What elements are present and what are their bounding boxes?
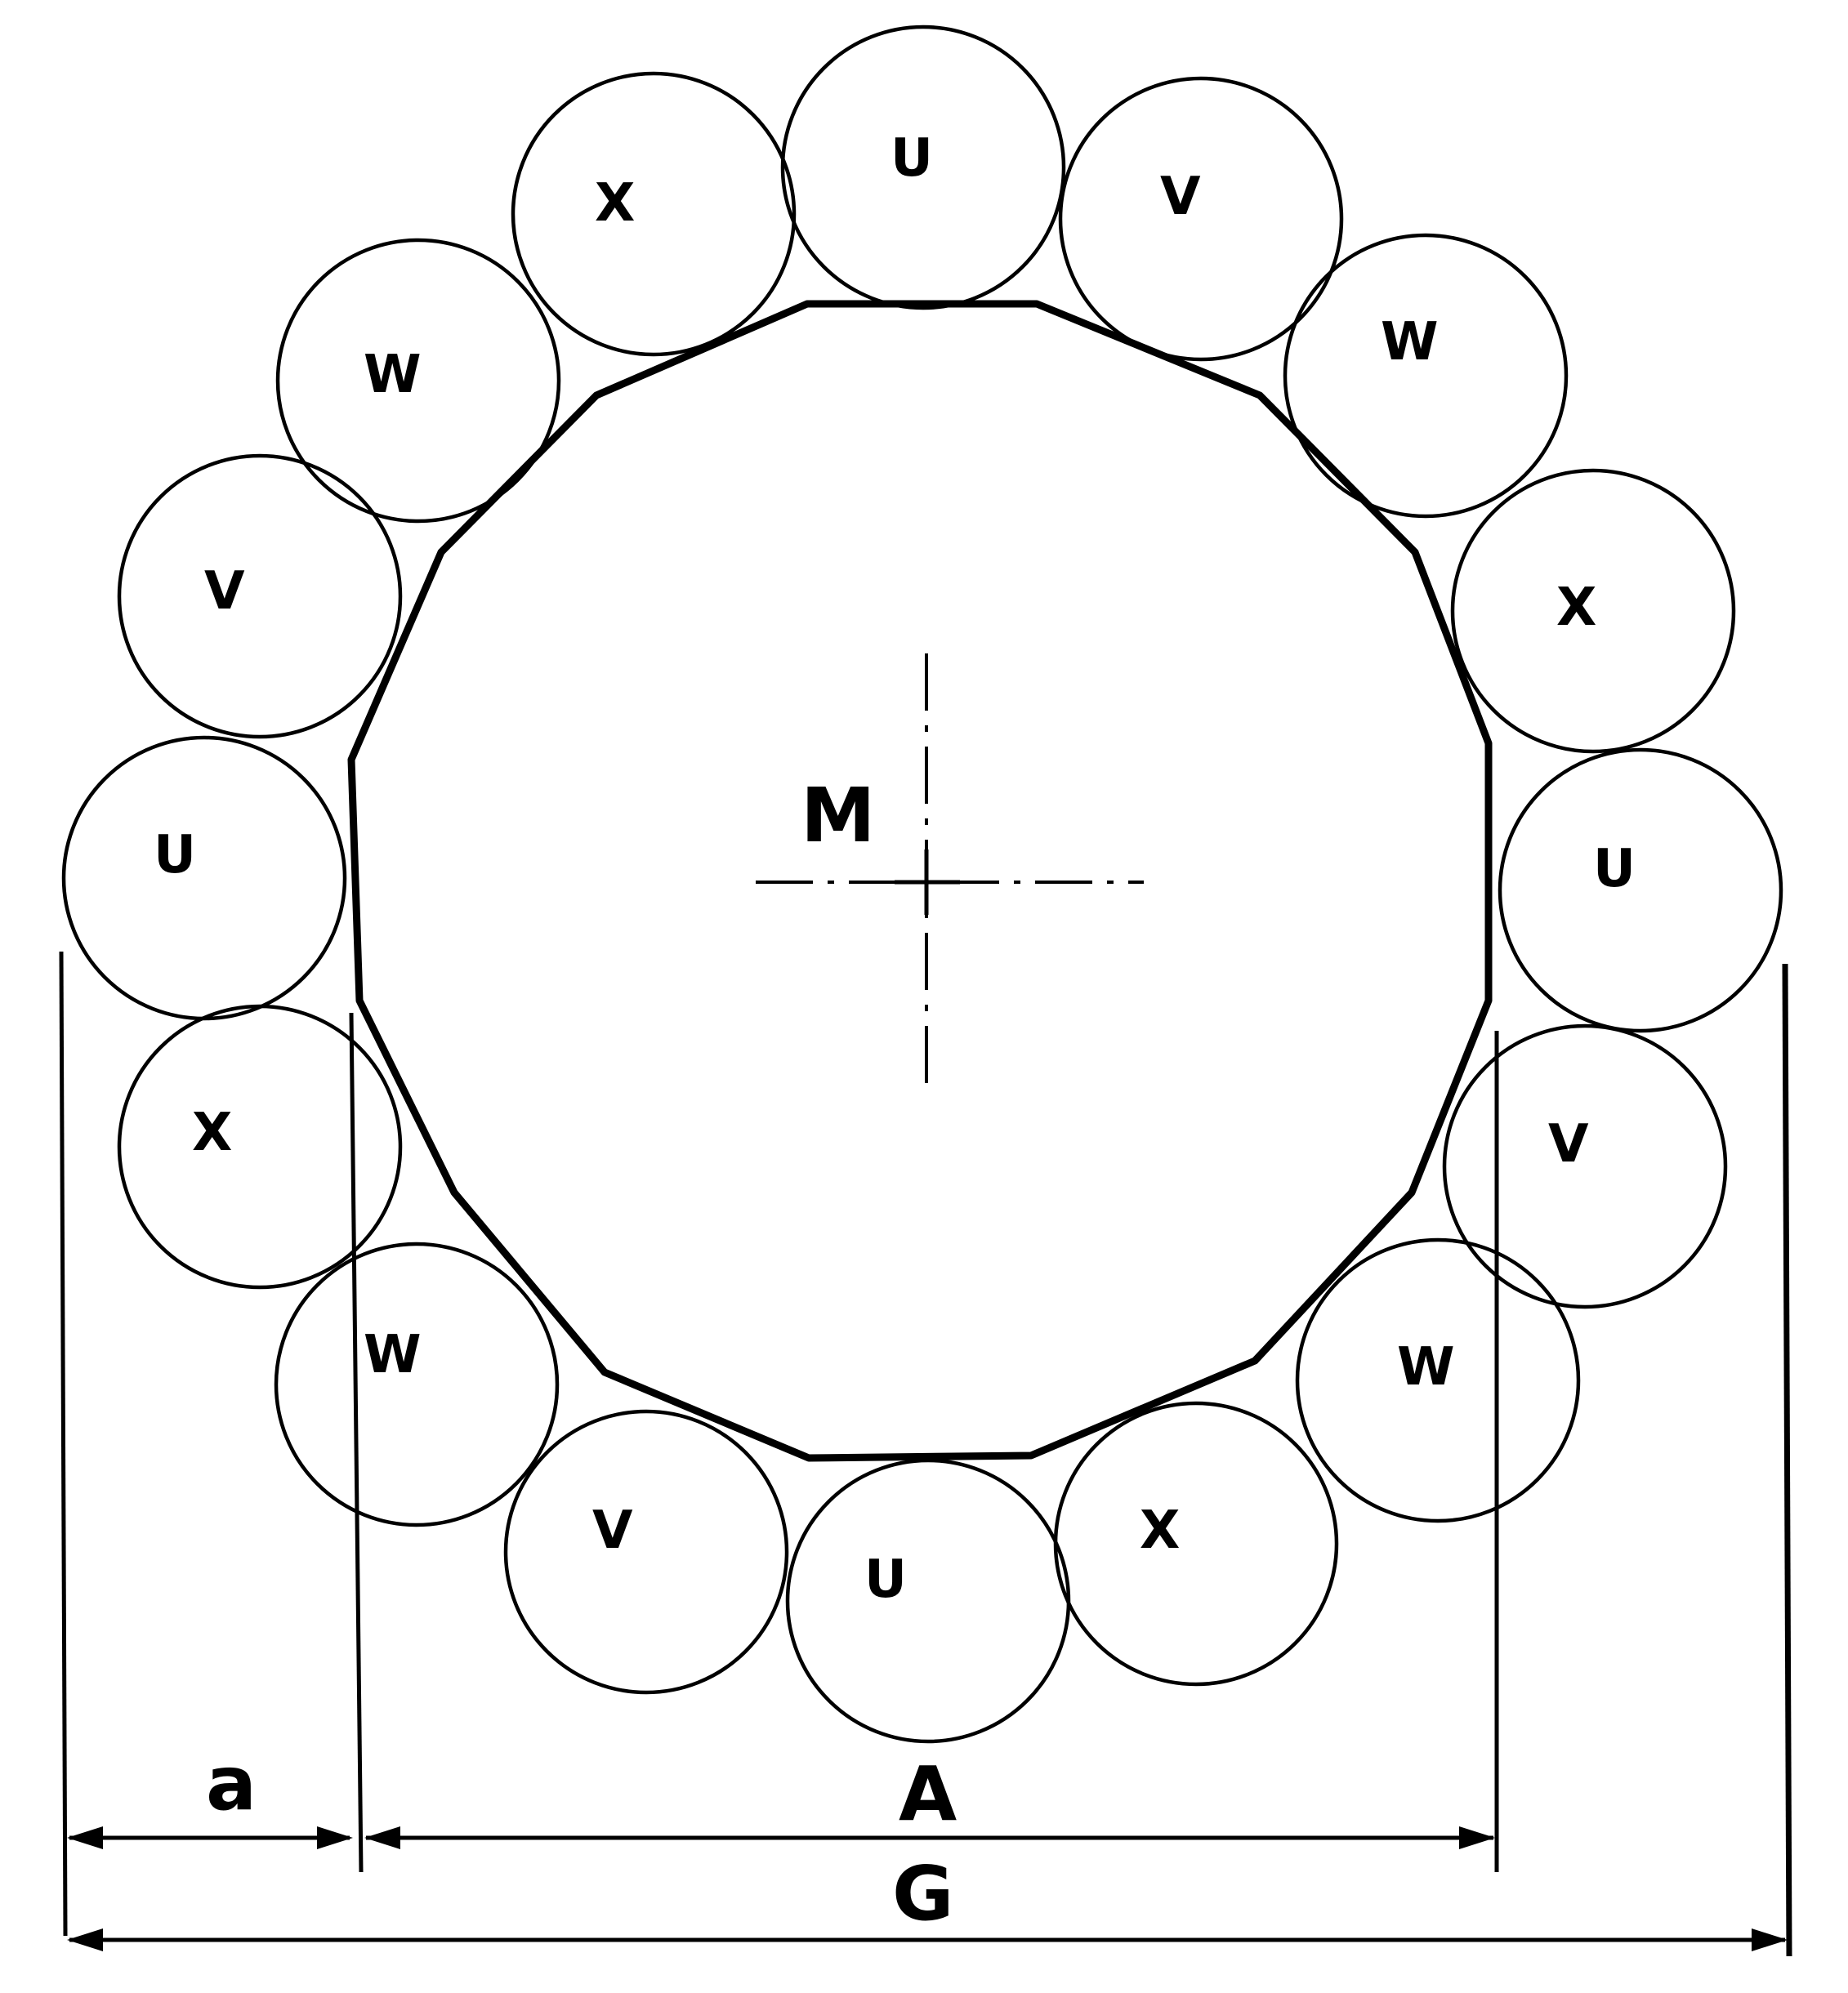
roller: W <box>1295 1237 1581 1523</box>
roller-label: W <box>1381 312 1439 372</box>
dimension-a: a <box>67 1740 353 1849</box>
inner-polygon <box>347 300 1493 1462</box>
roller: U <box>780 25 1066 310</box>
dimension-label-G: G <box>892 1850 954 1937</box>
center-label: M <box>801 772 876 859</box>
roller: X <box>1450 468 1736 754</box>
extension-line-left-outer <box>59 951 68 1937</box>
dimension-label-A: A <box>899 1750 957 1838</box>
roller: W <box>274 1242 560 1527</box>
dimension-G: G <box>67 1850 1788 1951</box>
roller-label: U <box>1593 839 1636 899</box>
roller-label: W <box>364 1325 422 1385</box>
roller: X <box>511 71 797 357</box>
roller: W <box>1283 233 1569 519</box>
roller: U <box>1498 747 1783 1033</box>
extension-line-left-inner <box>349 1012 364 1873</box>
roller-ring: U V W X U V W X <box>61 25 1783 1744</box>
roller-label: V <box>204 561 245 622</box>
roller: U <box>785 1458 1071 1744</box>
roller: X <box>117 1004 403 1290</box>
roller: W <box>275 238 561 524</box>
extension-line-right-outer <box>1782 963 1792 1957</box>
roller-label: U <box>864 1549 907 1610</box>
roller-label: U <box>891 128 933 189</box>
roller: V <box>503 1409 789 1695</box>
roller-label: X <box>1140 1500 1180 1561</box>
roller-label: W <box>1397 1337 1455 1398</box>
roller-label: X <box>595 173 635 234</box>
roller: X <box>1053 1401 1339 1687</box>
roller: U <box>61 735 347 1021</box>
roller: V <box>1442 1023 1728 1309</box>
roller-label: V <box>1160 167 1201 227</box>
roller-label: V <box>1548 1114 1589 1175</box>
roller-label: W <box>364 345 422 405</box>
dimension-label-a: a <box>206 1740 257 1827</box>
roller-label: V <box>592 1500 633 1561</box>
roller-label: X <box>1556 577 1596 638</box>
center-mark: M <box>756 653 1144 1086</box>
roller-label: X <box>192 1103 232 1163</box>
extension-lines <box>59 951 1792 1957</box>
dimension-A: A <box>364 1750 1495 1849</box>
roller-label: U <box>154 825 196 885</box>
roller: V <box>1058 76 1344 362</box>
roller: V <box>117 453 403 739</box>
